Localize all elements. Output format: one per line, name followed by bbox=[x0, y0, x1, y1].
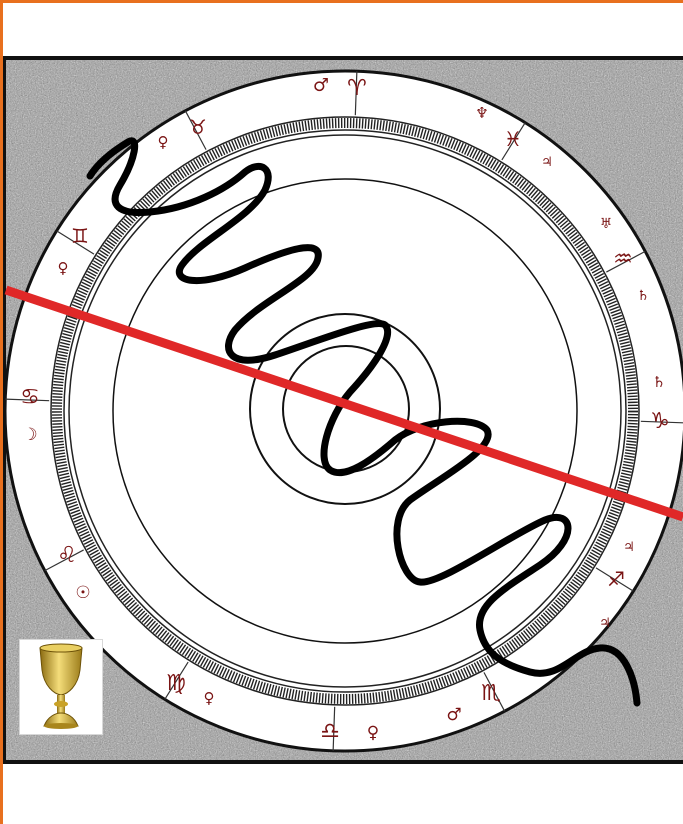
sign-glyph-gemini: ♊ bbox=[71, 224, 89, 248]
planet-glyph-moon: ☽ bbox=[22, 425, 37, 445]
sign-glyph-libra: ♎ bbox=[320, 719, 340, 744]
planet-glyph-mars-2: ♂ bbox=[446, 705, 461, 725]
sign-glyph-cancer: ♋ bbox=[20, 385, 40, 410]
planet-glyph-jupiter-2: ♃ bbox=[623, 540, 635, 555]
planet-glyph-venus-1: ♀ bbox=[367, 723, 379, 743]
sign-glyph-taurus: ♉ bbox=[189, 115, 207, 139]
planet-glyph-jupiter-1: ♃ bbox=[541, 155, 553, 170]
planet-glyph-venus-3: ♀ bbox=[58, 259, 69, 277]
chalice-image bbox=[19, 639, 103, 735]
sign-glyph-leo: ♌ bbox=[57, 543, 77, 568]
planet-glyph-uranus: ♅ bbox=[600, 216, 613, 232]
planet-glyph-saturn-1: ♄ bbox=[637, 288, 650, 304]
planet-glyph-jupiter-3: ♃ bbox=[599, 616, 611, 631]
sign-glyph-aries: ♈ bbox=[347, 76, 367, 101]
planet-glyph-sun: ☉ bbox=[75, 583, 90, 603]
sign-glyph-pisces: ♓ bbox=[504, 127, 522, 151]
planet-glyph-saturn-2: ♄ bbox=[652, 373, 665, 391]
zodiac-wheel bbox=[5, 71, 683, 751]
planet-glyph-venus-2: ♀ bbox=[204, 689, 215, 707]
planet-glyph-neptune: ♆ bbox=[475, 104, 488, 122]
planet-glyph-venus-4: ♀ bbox=[158, 133, 169, 151]
planet-glyph-mars-1: ♂ bbox=[313, 75, 329, 96]
sign-glyph-capricorn: ♑ bbox=[650, 409, 670, 434]
sign-glyph-scorpio: ♏ bbox=[481, 681, 501, 706]
sign-glyph-aquarius: ♒ bbox=[613, 247, 633, 272]
sign-glyph-sagittarius: ♐ bbox=[607, 567, 625, 591]
sign-glyph-virgo: ♍ bbox=[166, 671, 186, 696]
